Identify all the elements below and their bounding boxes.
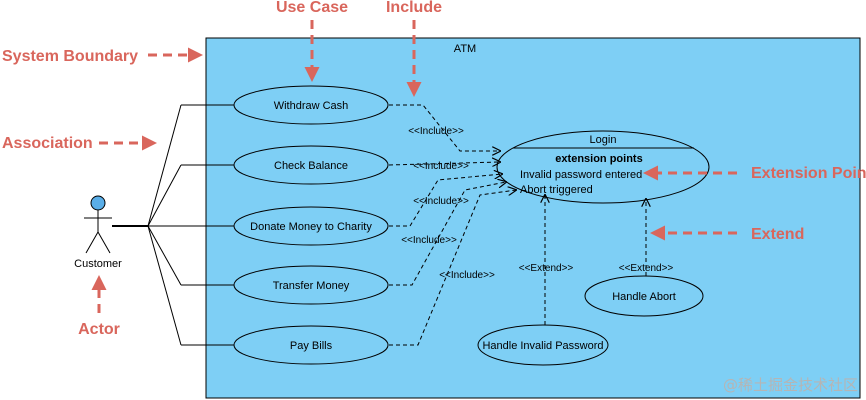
association-line-pay	[147, 225, 182, 346]
actor-left-leg	[85, 231, 99, 254]
use-case-label: Pay Bills	[290, 340, 333, 352]
include-relationships	[388, 104, 516, 346]
include-line-transfer	[389, 182, 506, 286]
use-case-login[interactable]: Login extension points Invalid password …	[496, 130, 710, 204]
use-case-donate-money[interactable]: Donate Money to Charity	[233, 206, 389, 246]
include-label-donate: <<Include>>	[413, 196, 469, 207]
extend-label-abort: <<Extend>>	[619, 263, 674, 274]
include-line-withdraw	[389, 104, 500, 151]
callout-association: Association	[2, 135, 93, 152]
extension-points-heading: extension points	[555, 153, 642, 165]
callout-include: Include	[386, 0, 442, 16]
actor-head	[90, 195, 106, 211]
include-label-withdraw: <<Include>>	[408, 126, 464, 137]
use-case-label: Transfer Money	[273, 280, 350, 292]
watermark: @稀土掘金技术社区	[723, 376, 858, 394]
actor-right-leg	[97, 231, 111, 254]
use-case-label: Donate Money to Charity	[250, 221, 372, 233]
use-case-label: Withdraw Cash	[274, 100, 349, 112]
use-case-label: Check Balance	[274, 160, 348, 172]
callout-extend: Extend	[751, 226, 804, 243]
system-name: ATM	[454, 43, 476, 55]
callout-system-boundary: System Boundary	[2, 48, 138, 65]
include-label-transfer: <<Include>>	[401, 235, 457, 246]
actor-customer[interactable]: Customer	[74, 195, 122, 270]
use-case-transfer-money[interactable]: Transfer Money	[233, 265, 389, 305]
use-case-check-balance[interactable]: Check Balance	[233, 145, 389, 185]
extend-label-invalid-password: <<Extend>>	[519, 263, 574, 274]
include-line-donate	[389, 174, 502, 227]
use-case-handle-invalid-password[interactable]: Handle Invalid Password	[477, 324, 609, 366]
use-case-withdraw-cash[interactable]: Withdraw Cash	[233, 85, 389, 125]
annotation-arrows	[91, 20, 737, 313]
include-label-pay: <<Include>>	[439, 270, 495, 281]
association-line-check	[147, 164, 182, 227]
login-title: Login	[590, 134, 617, 146]
extend-relationships	[545, 195, 646, 325]
use-case-handle-abort[interactable]: Handle Abort	[584, 275, 704, 317]
extension-point-abort: Abort triggered	[520, 184, 593, 196]
callout-extension-point: Extension Point	[751, 165, 866, 182]
callout-use-case: Use Case	[276, 0, 348, 16]
use-case-label: Handle Invalid Password	[482, 340, 603, 352]
include-line-check	[388, 162, 500, 165]
use-case-pay-bills[interactable]: Pay Bills	[233, 325, 389, 365]
association-line-transfer	[147, 225, 182, 286]
callout-actor: Actor	[78, 321, 120, 338]
association-line-withdraw	[147, 104, 182, 227]
include-line-pay	[389, 190, 516, 346]
actor-label: Customer	[74, 258, 122, 270]
use-case-label: Handle Abort	[612, 291, 676, 303]
extension-point-invalid-password: Invalid password entered	[520, 169, 642, 181]
associations	[112, 104, 236, 346]
include-label-check: <<Include>>	[413, 161, 469, 172]
